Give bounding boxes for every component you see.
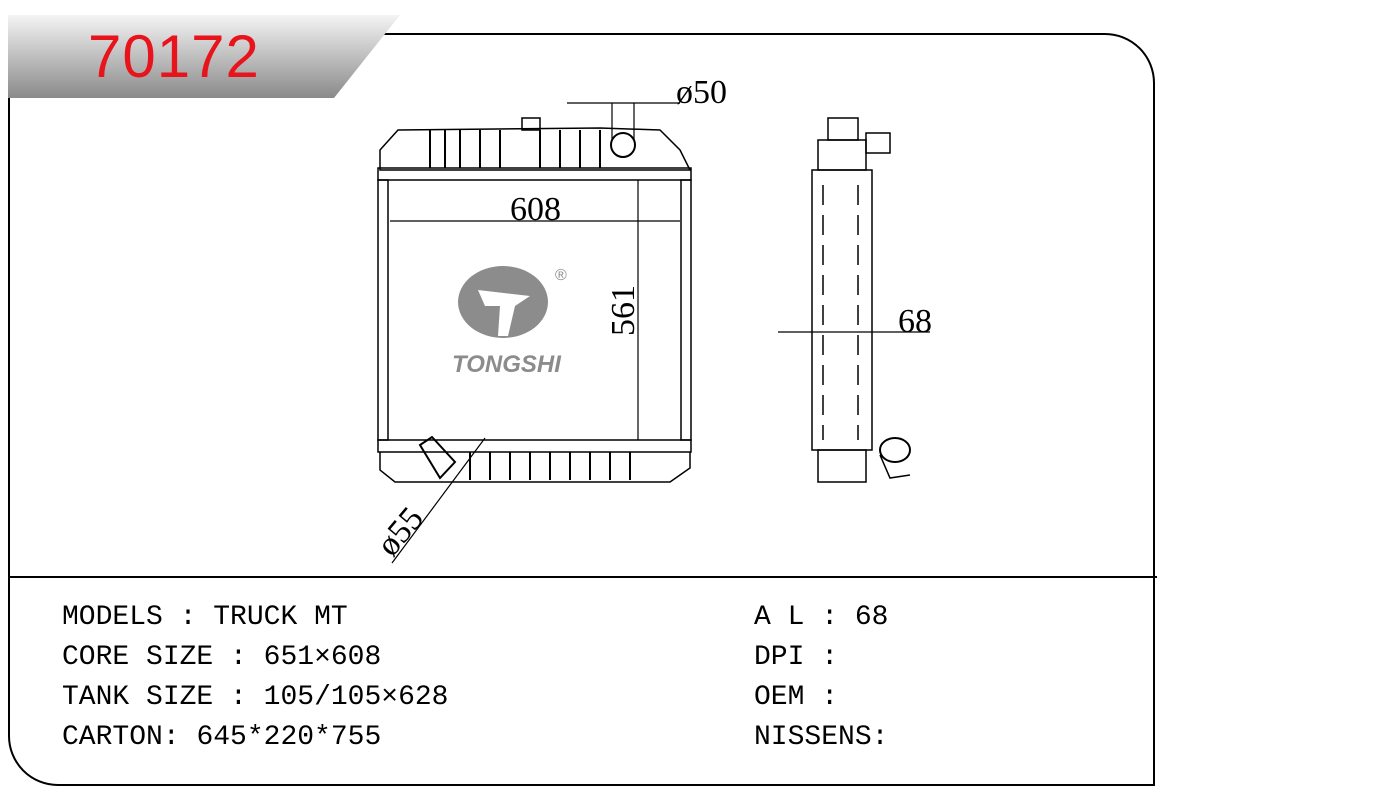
spec-dpi: DPI : — [754, 642, 855, 673]
front-view — [377, 117, 692, 483]
sheet-frame — [8, 33, 1155, 786]
height-dimension: 561 — [605, 285, 642, 336]
spec-oem: OEM : — [754, 682, 855, 713]
spec-tank-size: TANK SIZE : 105/105×628 — [62, 682, 449, 713]
top-pipe-diameter: ø50 — [676, 74, 727, 111]
spec-carton: CARTON: 645*220*755 — [62, 722, 382, 753]
spec-al: A L : 68 — [754, 602, 889, 633]
spec-core-size: CORE SIZE : 651×608 — [62, 642, 382, 673]
registered-mark: ® — [555, 267, 567, 284]
width-dimension: 608 — [510, 191, 561, 228]
spec-nissens: NISSENS: — [754, 722, 889, 753]
product-code: 70172 — [88, 23, 260, 90]
tongshi-logo: ® TONGSHI — [452, 266, 567, 378]
spec-models: MODELS : TRUCK MT — [62, 602, 348, 633]
bottom-pipe-diameter: ø55 — [370, 500, 431, 563]
dimension-lines — [390, 102, 930, 564]
depth-dimension: 68 — [898, 303, 932, 340]
header-tab — [8, 15, 400, 98]
brand-name: TONGSHI — [452, 351, 562, 378]
section-divider — [8, 576, 1157, 578]
side-view — [811, 117, 911, 483]
